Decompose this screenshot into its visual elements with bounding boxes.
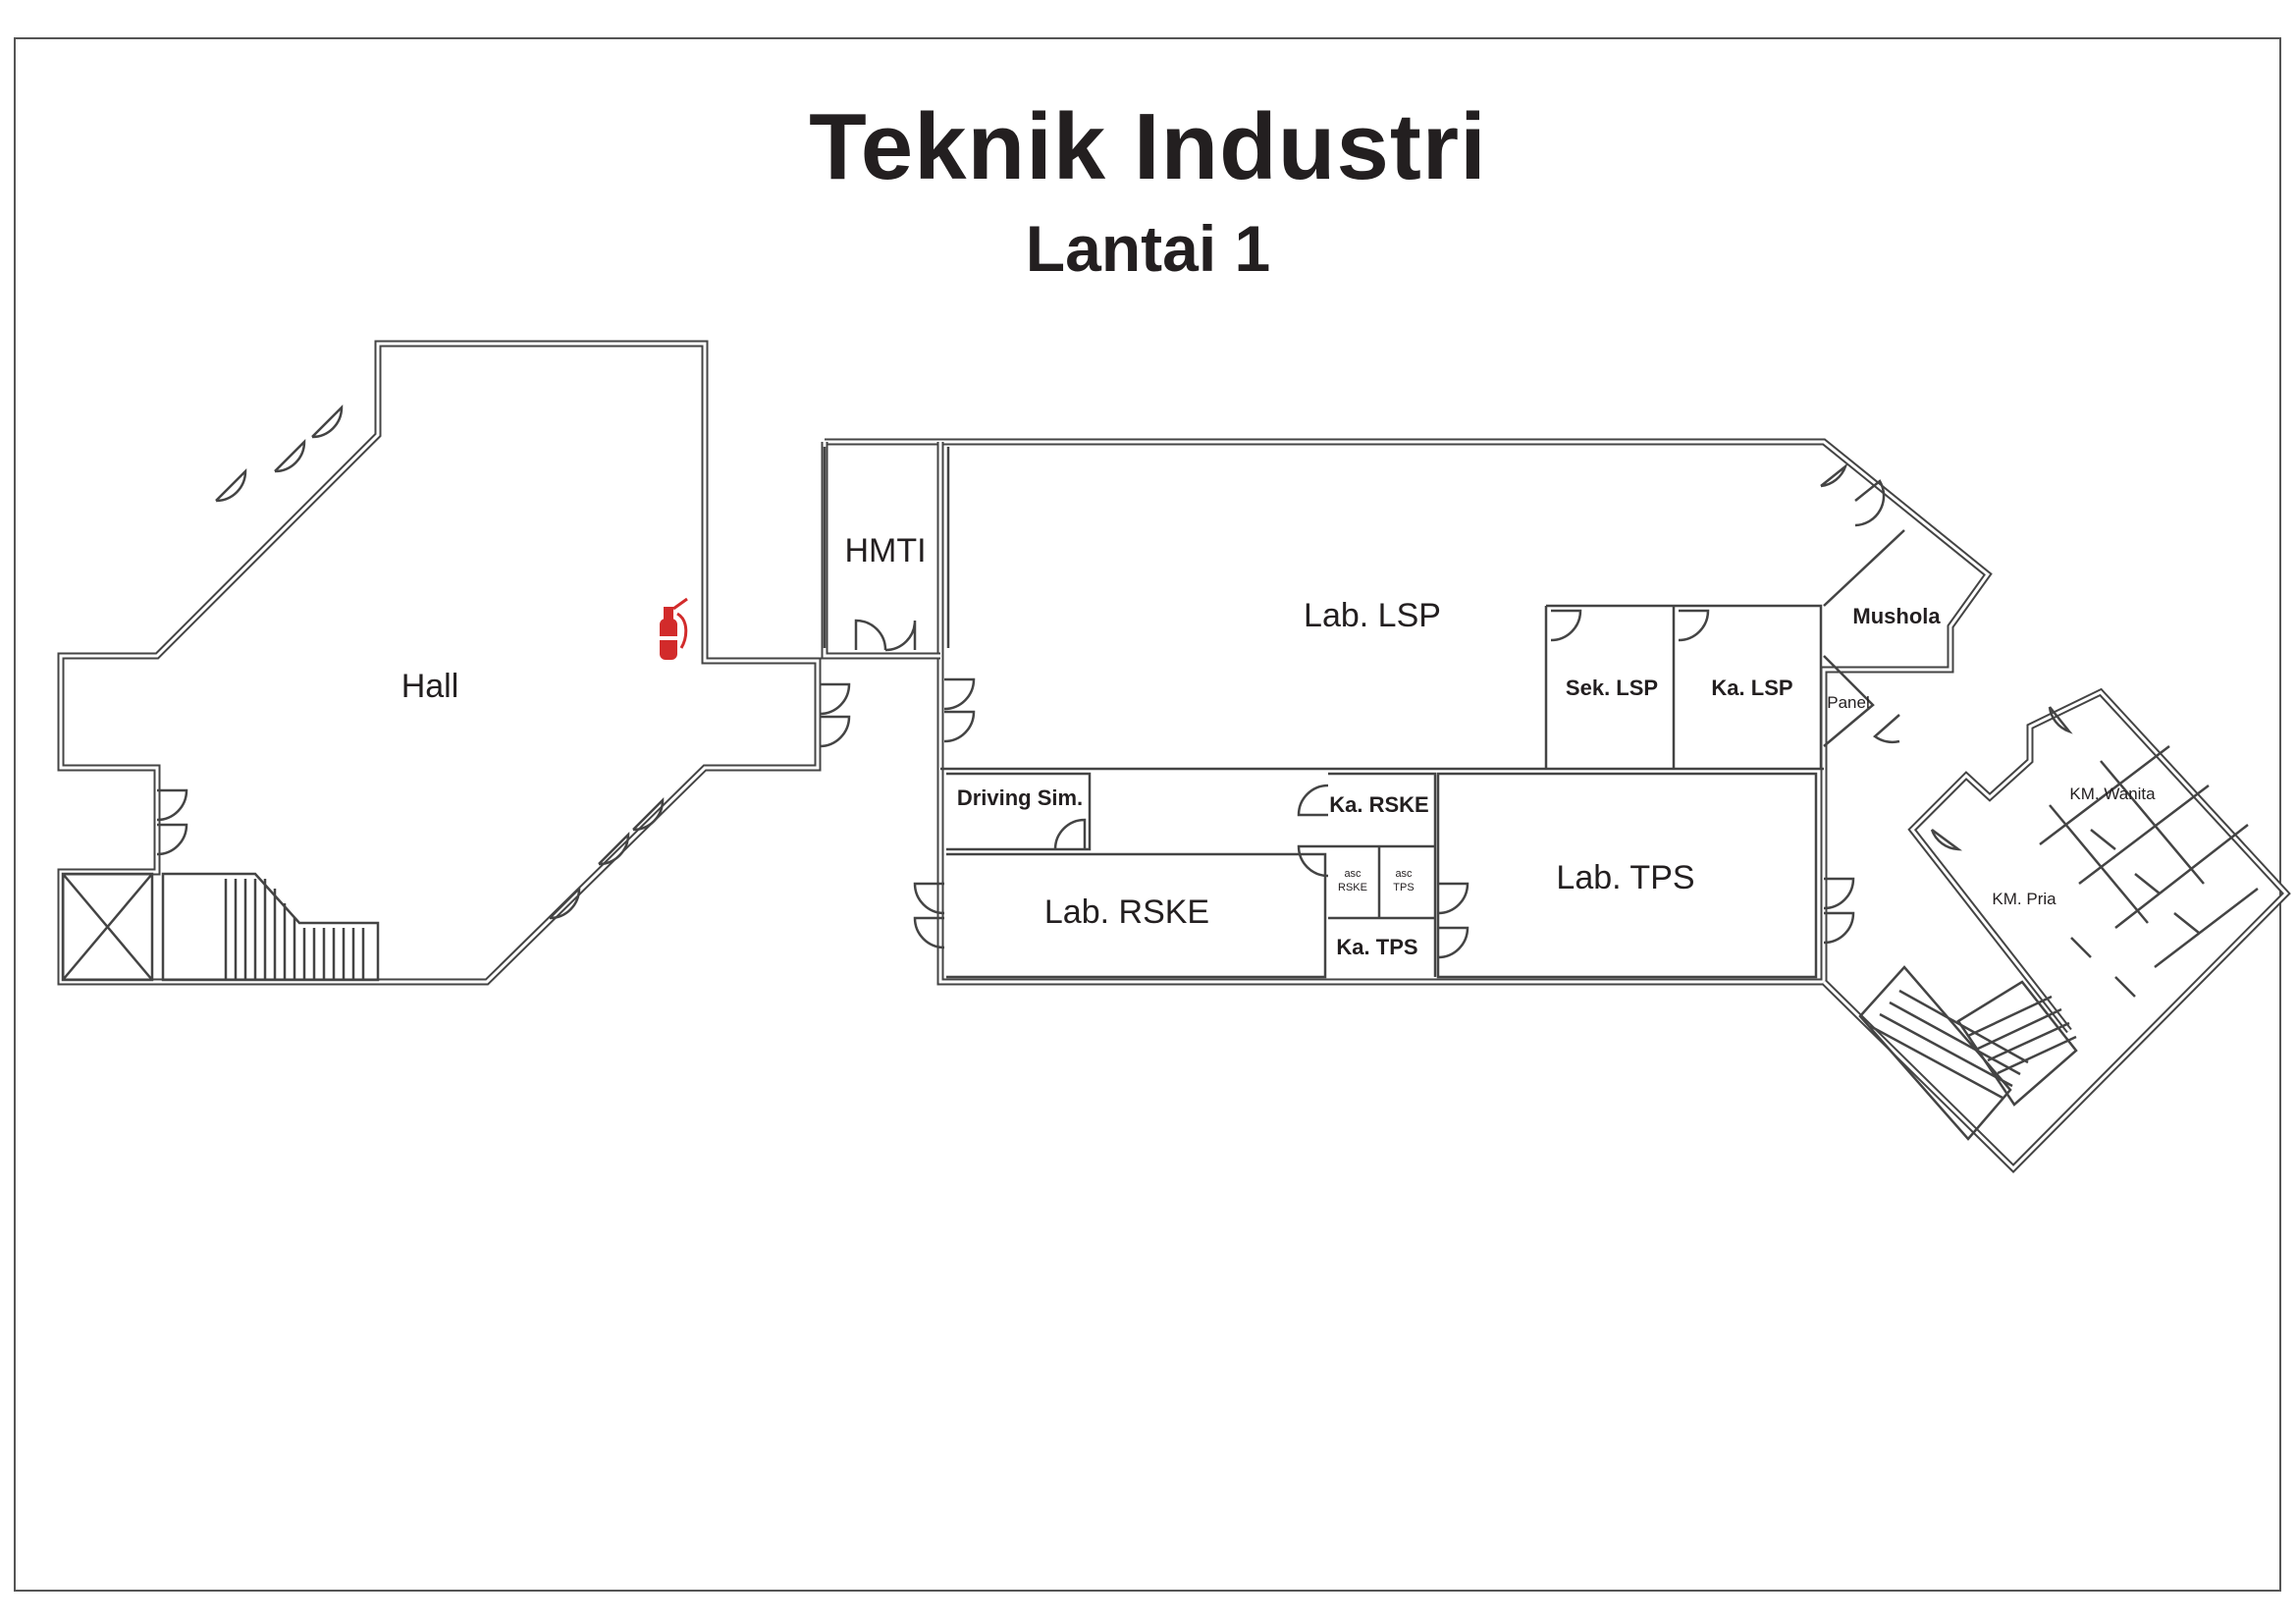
room-label-ka-lsp: Ka. LSP [1711,676,1792,700]
room-labels: Hall HMTI Lab. LSP Sek. LSP Ka. LSP Mush… [401,532,2156,959]
room-label-km-pria: KM. Pria [1992,890,2056,908]
room-label-driving-sim: Driving Sim. [957,785,1083,810]
page-subtitle: Lantai 1 [1025,212,1271,285]
room-label-panel: Panel [1827,693,1869,712]
room-label-ka-rske: Ka. RSKE [1329,792,1428,817]
room-label-km-wanita: KM. Wanita [2069,785,2156,803]
page-border [14,37,2281,1592]
room-label-lab-rske: Lab. RSKE [1044,893,1209,931]
room-label-lab-lsp: Lab. LSP [1304,597,1441,634]
room-label-lab-tps: Lab. TPS [1556,859,1694,896]
walls [57,340,2291,1173]
room-label-asc-rske-1: asc [1344,868,1362,880]
stairs [224,879,2077,1100]
doors [156,404,2200,998]
fire-extinguisher-icon [660,597,688,660]
room-label-asc-tps-1: asc [1395,868,1413,880]
room-label-asc-rske-2: RSKE [1338,882,1367,893]
room-label-ka-tps: Ka. TPS [1336,935,1417,959]
room-label-mushola: Mushola [1852,604,1941,628]
room-label-asc-tps-2: TPS [1393,882,1414,893]
room-label-hall: Hall [401,668,459,705]
page-title: Teknik Industri [809,94,1487,199]
room-label-hmti: HMTI [844,532,926,569]
room-label-sek-lsp: Sek. LSP [1566,676,1658,700]
